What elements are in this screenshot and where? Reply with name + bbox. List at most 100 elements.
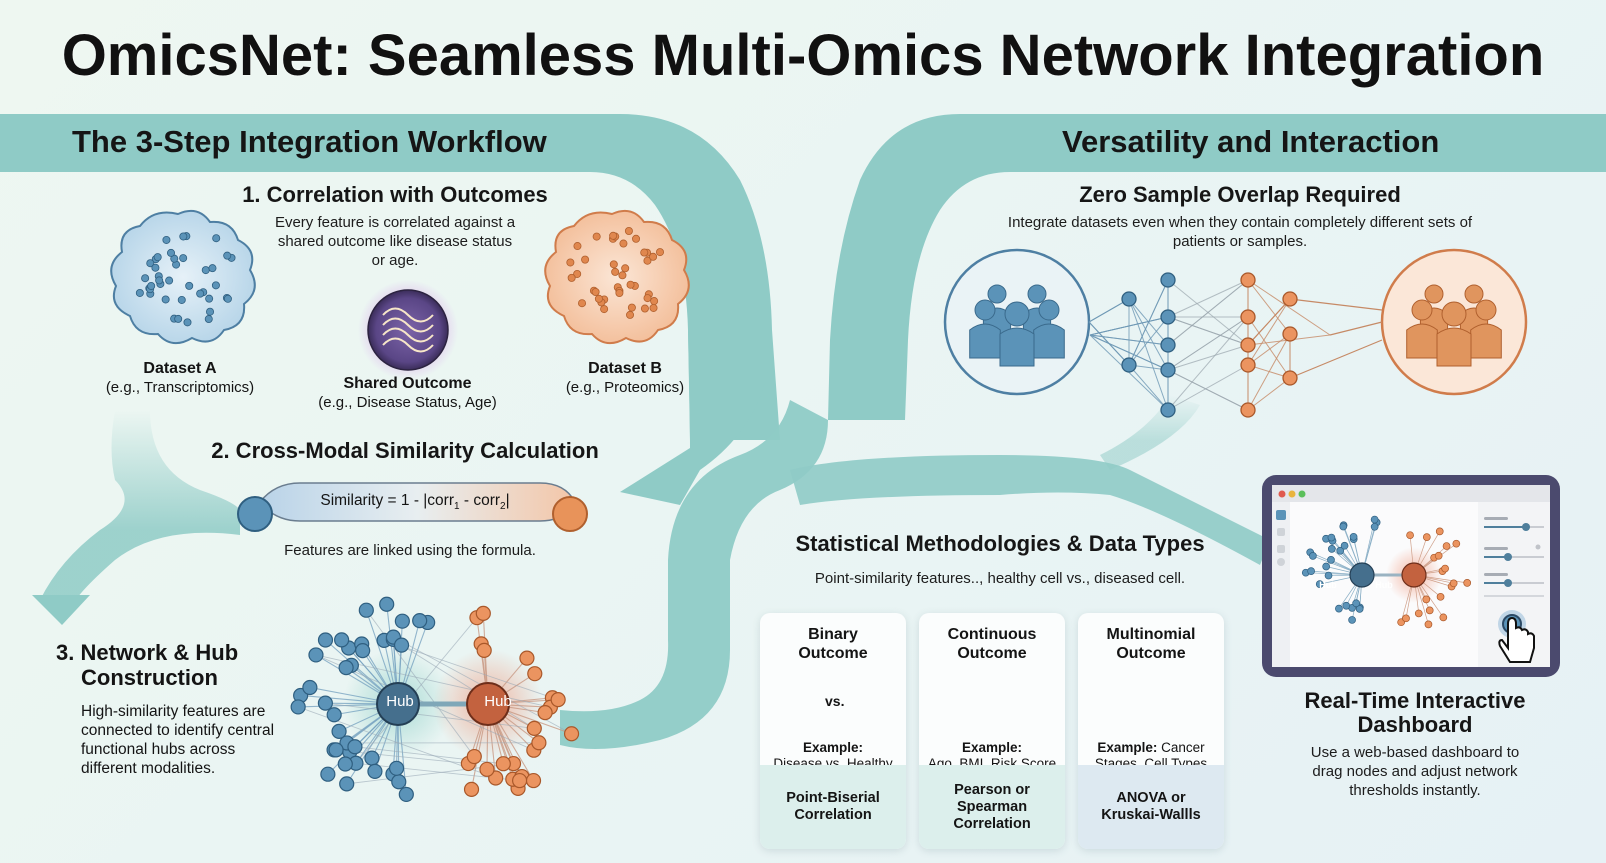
node-blue	[1336, 546, 1345, 555]
edge	[1089, 316, 1169, 336]
feature-dot	[567, 273, 576, 282]
person-head	[1424, 284, 1444, 304]
zero-overlap-description: Integrate datasets even when they contai…	[1007, 214, 1473, 250]
node-blue	[339, 776, 355, 792]
node-blue	[337, 756, 353, 772]
edge	[1247, 298, 1291, 346]
node-blue	[1327, 533, 1336, 542]
feature-dot	[609, 231, 618, 240]
node-orange	[537, 705, 553, 721]
toggle-dot	[1535, 544, 1541, 550]
node-orange	[1414, 609, 1423, 618]
feature-dot	[649, 252, 658, 261]
zero-overlap-heading: Zero Sample Overlap Required	[1079, 182, 1401, 207]
node-blue	[1160, 402, 1176, 418]
right-header-band	[828, 114, 1606, 420]
edge	[1167, 279, 1249, 318]
edge	[1329, 321, 1383, 336]
feature-dot	[141, 274, 150, 283]
feature-dot	[615, 288, 624, 297]
edge	[1247, 279, 1291, 335]
node-blue	[1307, 567, 1315, 575]
step2-heading: 2. Cross-Modal Similarity Calculation	[211, 438, 599, 463]
node-blue	[394, 613, 410, 629]
node-blue	[1324, 571, 1333, 580]
dashboard-flow-band	[790, 455, 1270, 565]
edge	[1167, 316, 1249, 411]
node-blue	[1335, 604, 1343, 613]
node-orange	[1240, 337, 1256, 353]
feature-dot	[655, 248, 664, 257]
left-section-title: The 3-Step Integration Workflow	[72, 124, 547, 159]
person-head	[1475, 299, 1497, 321]
dataset-a-label: Dataset A	[143, 360, 217, 377]
slider-label	[1484, 547, 1508, 550]
feature-dot	[627, 303, 636, 312]
page-title: OmicsNet: Seamless Multi-Omics Network I…	[61, 23, 1545, 88]
feature-dot	[205, 294, 214, 303]
node-blue	[1349, 532, 1358, 541]
edge	[1167, 364, 1249, 411]
node-orange	[1441, 564, 1449, 573]
feature-dot	[147, 281, 156, 290]
dataset-a-sub: (e.g., Transcriptomics)	[105, 379, 255, 396]
feature-dot	[153, 253, 162, 262]
dataset-b-sub: (e.g., Proteomics)	[565, 379, 685, 396]
feature-dot	[177, 295, 186, 304]
node-orange	[1240, 402, 1256, 418]
node-orange	[479, 761, 495, 777]
dashboard-heading: Real-Time Interactive Dashboard	[1304, 688, 1526, 737]
feature-dot	[591, 287, 600, 296]
edge	[1167, 344, 1249, 371]
node-orange	[466, 748, 482, 765]
node-blue	[1160, 362, 1176, 378]
node-orange	[1240, 309, 1256, 325]
feature-dot	[618, 271, 627, 280]
edge	[1089, 334, 1169, 346]
slider-label	[1484, 517, 1508, 520]
vs-label: vs.	[825, 693, 845, 709]
step3-heading-line2: Construction	[81, 665, 218, 690]
feature-dot	[566, 258, 575, 267]
feature-dot	[223, 251, 232, 260]
card-method: Pearson or Spearman Correlation	[919, 765, 1065, 849]
formula-mid: - corr	[459, 492, 501, 509]
feature-dot	[212, 234, 221, 243]
node-orange	[1449, 579, 1458, 588]
node-blue	[1340, 541, 1349, 550]
edge	[401, 644, 535, 729]
node-orange	[1434, 551, 1443, 560]
edge	[1247, 333, 1291, 366]
node-blue	[1121, 291, 1137, 307]
edge	[1128, 298, 1169, 371]
hub-node-blue	[1349, 562, 1375, 588]
step3-heading-line1: 3. Network & Hub	[56, 640, 239, 665]
step1-description: Every feature is correlated against a sh…	[274, 214, 516, 269]
node-orange	[526, 720, 542, 736]
node-blue	[334, 632, 350, 648]
person-body	[1436, 327, 1472, 367]
dashboard-description: Use a web-based dashboard to drag nodes …	[1310, 744, 1520, 799]
formula-sub2: 2	[500, 501, 506, 513]
person-head	[1038, 299, 1060, 321]
formula-prefix: Similarity = 1 - |corr	[320, 492, 455, 509]
node-orange	[1424, 620, 1433, 629]
node-blue	[364, 750, 380, 766]
hub-network-illustration	[290, 596, 580, 803]
feature-dot	[185, 281, 194, 290]
feature-dot	[179, 232, 188, 241]
node-orange	[527, 666, 543, 682]
edge	[1247, 298, 1291, 366]
edge	[1167, 279, 1249, 346]
feature-dot	[640, 248, 649, 257]
feature-dot	[643, 294, 652, 303]
node-blue	[331, 723, 347, 740]
feature-dot	[600, 305, 609, 314]
feature-dot	[640, 304, 649, 313]
stats-subtitle: Point-similarity features.., healthy cel…	[814, 570, 1186, 587]
feature-dot	[581, 255, 590, 264]
shared-outcome-label: Shared Outcome	[343, 375, 472, 392]
feature-dot	[167, 248, 176, 257]
node-blue	[302, 679, 318, 696]
